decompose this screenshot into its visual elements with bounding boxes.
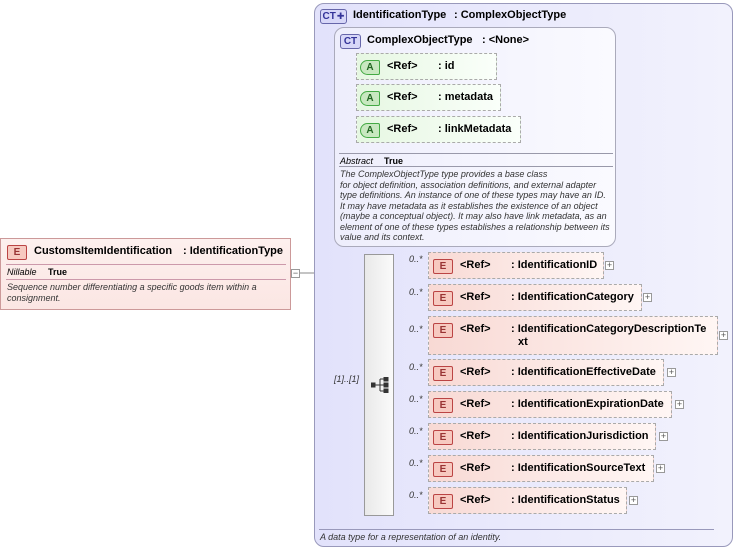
child-multiplicity: 0..*	[409, 362, 423, 372]
child-multiplicity: 0..*	[409, 324, 423, 334]
element-name: : IdentificationID	[511, 259, 598, 271]
element-ref: <Ref>	[460, 462, 491, 474]
attribute-name: : linkMetadata	[438, 123, 512, 135]
inner-type-name: ComplexObjectType	[367, 34, 473, 46]
attribute-badge-icon: A	[360, 123, 380, 138]
expand-plus-icon[interactable]: +	[659, 431, 668, 441]
plus-badge-icon: ✚	[336, 11, 345, 21]
element-ref: <Ref>	[460, 430, 491, 442]
complex-type-badge-icon: CT✚	[320, 9, 347, 24]
expand-plus-icon[interactable]: +	[675, 399, 684, 409]
inner-type-description: The ComplexObjectType type provides a ba…	[340, 169, 610, 242]
element-name: : IdentificationExpirationDate	[511, 398, 664, 410]
outer-type-name: IdentificationType	[353, 9, 447, 21]
element-name: : IdentificationStatus	[511, 494, 620, 506]
expand-plus-icon[interactable]: +	[719, 330, 728, 340]
expand-plus-icon[interactable]: +	[656, 463, 665, 473]
element-identification-expiration-date[interactable]: E <Ref> : IdentificationExpirationDate	[428, 391, 672, 418]
abstract-value: True	[384, 156, 404, 166]
child-multiplicity: 0..*	[409, 426, 423, 436]
child-multiplicity: 0..*	[409, 287, 423, 297]
element-identification-effective-date[interactable]: E <Ref> : IdentificationEffectiveDate	[428, 359, 664, 386]
element-identification-id[interactable]: E <Ref> : IdentificationID	[428, 252, 604, 279]
element-badge-icon: E	[433, 430, 453, 445]
expand-plus-icon[interactable]: +	[643, 292, 652, 302]
expand-plus-icon[interactable]: +	[605, 260, 614, 270]
element-name-continued: xt	[518, 336, 528, 348]
divider	[339, 166, 613, 167]
attribute-metadata[interactable]: A <Ref> : metadata	[356, 84, 501, 111]
attribute-ref: <Ref>	[387, 60, 418, 72]
element-name: : IdentificationSourceText	[511, 462, 646, 474]
element-badge-icon: E	[433, 259, 453, 274]
attribute-name: : id	[438, 60, 455, 72]
element-ref: <Ref>	[460, 366, 491, 378]
element-ref: <Ref>	[460, 494, 491, 506]
nillable-label: Nillable	[7, 267, 37, 277]
element-name: : IdentificationCategoryDescriptionTe	[511, 323, 707, 335]
sequence-compositor[interactable]	[364, 254, 394, 516]
element-badge-icon: E	[433, 398, 453, 413]
element-ref: <Ref>	[460, 398, 491, 410]
element-name: : IdentificationJurisdiction	[511, 430, 649, 442]
divider	[339, 153, 613, 154]
expand-plus-icon[interactable]: +	[667, 367, 676, 377]
root-element-name: CustomsItemIdentification	[34, 245, 173, 257]
attribute-id[interactable]: A <Ref> : id	[356, 53, 497, 80]
element-badge-icon: E	[433, 366, 453, 381]
element-name: : IdentificationCategory	[511, 291, 634, 303]
attribute-linkmetadata[interactable]: A <Ref> : linkMetadata	[356, 116, 521, 143]
attribute-badge-icon: A	[360, 91, 380, 106]
sequence-multiplicity: [1]..[1]	[334, 374, 360, 384]
attribute-ref: <Ref>	[387, 91, 418, 103]
outer-type-description: A data type for a representation of an i…	[320, 532, 502, 542]
divider	[319, 529, 714, 530]
attribute-name: : metadata	[438, 91, 494, 103]
element-badge-icon: E	[433, 291, 453, 306]
root-element-box[interactable]: E CustomsItemIdentification : Identifica…	[0, 238, 291, 310]
element-badge-icon: E	[433, 323, 453, 338]
element-identification-category[interactable]: E <Ref> : IdentificationCategory	[428, 284, 642, 311]
element-ref: <Ref>	[460, 291, 491, 303]
child-multiplicity: 0..*	[409, 458, 423, 468]
collapse-minus-icon[interactable]: −	[291, 268, 300, 278]
element-identification-jurisdiction[interactable]: E <Ref> : IdentificationJurisdiction	[428, 423, 656, 450]
complex-type-badge-icon: CT	[340, 34, 361, 49]
element-badge-icon: E	[7, 245, 27, 260]
nillable-value: True	[48, 267, 68, 277]
expand-plus-icon[interactable]: +	[629, 495, 638, 505]
divider	[6, 264, 286, 265]
element-badge-icon: E	[433, 494, 453, 509]
element-identification-status[interactable]: E <Ref> : IdentificationStatus	[428, 487, 627, 514]
attribute-ref: <Ref>	[387, 123, 418, 135]
outer-type-base: : ComplexObjectType	[454, 9, 567, 21]
element-ref: <Ref>	[460, 323, 491, 335]
child-multiplicity: 0..*	[409, 394, 423, 404]
element-identification-source-text[interactable]: E <Ref> : IdentificationSourceText	[428, 455, 654, 482]
root-element-description: Sequence number differentiating a specif…	[7, 282, 257, 303]
element-name: : IdentificationEffectiveDate	[511, 366, 656, 378]
attribute-badge-icon: A	[360, 60, 380, 75]
element-identification-category-description-text[interactable]: E <Ref> : IdentificationCategoryDescript…	[428, 316, 718, 355]
sequence-icon	[371, 377, 389, 393]
element-badge-icon: E	[433, 462, 453, 477]
abstract-label: Abstract	[340, 156, 374, 166]
child-multiplicity: 0..*	[409, 254, 423, 264]
inner-type-base: : <None>	[482, 34, 530, 46]
element-ref: <Ref>	[460, 259, 491, 271]
child-multiplicity: 0..*	[409, 490, 423, 500]
root-element-type: : IdentificationType	[183, 245, 284, 257]
divider	[6, 279, 286, 280]
